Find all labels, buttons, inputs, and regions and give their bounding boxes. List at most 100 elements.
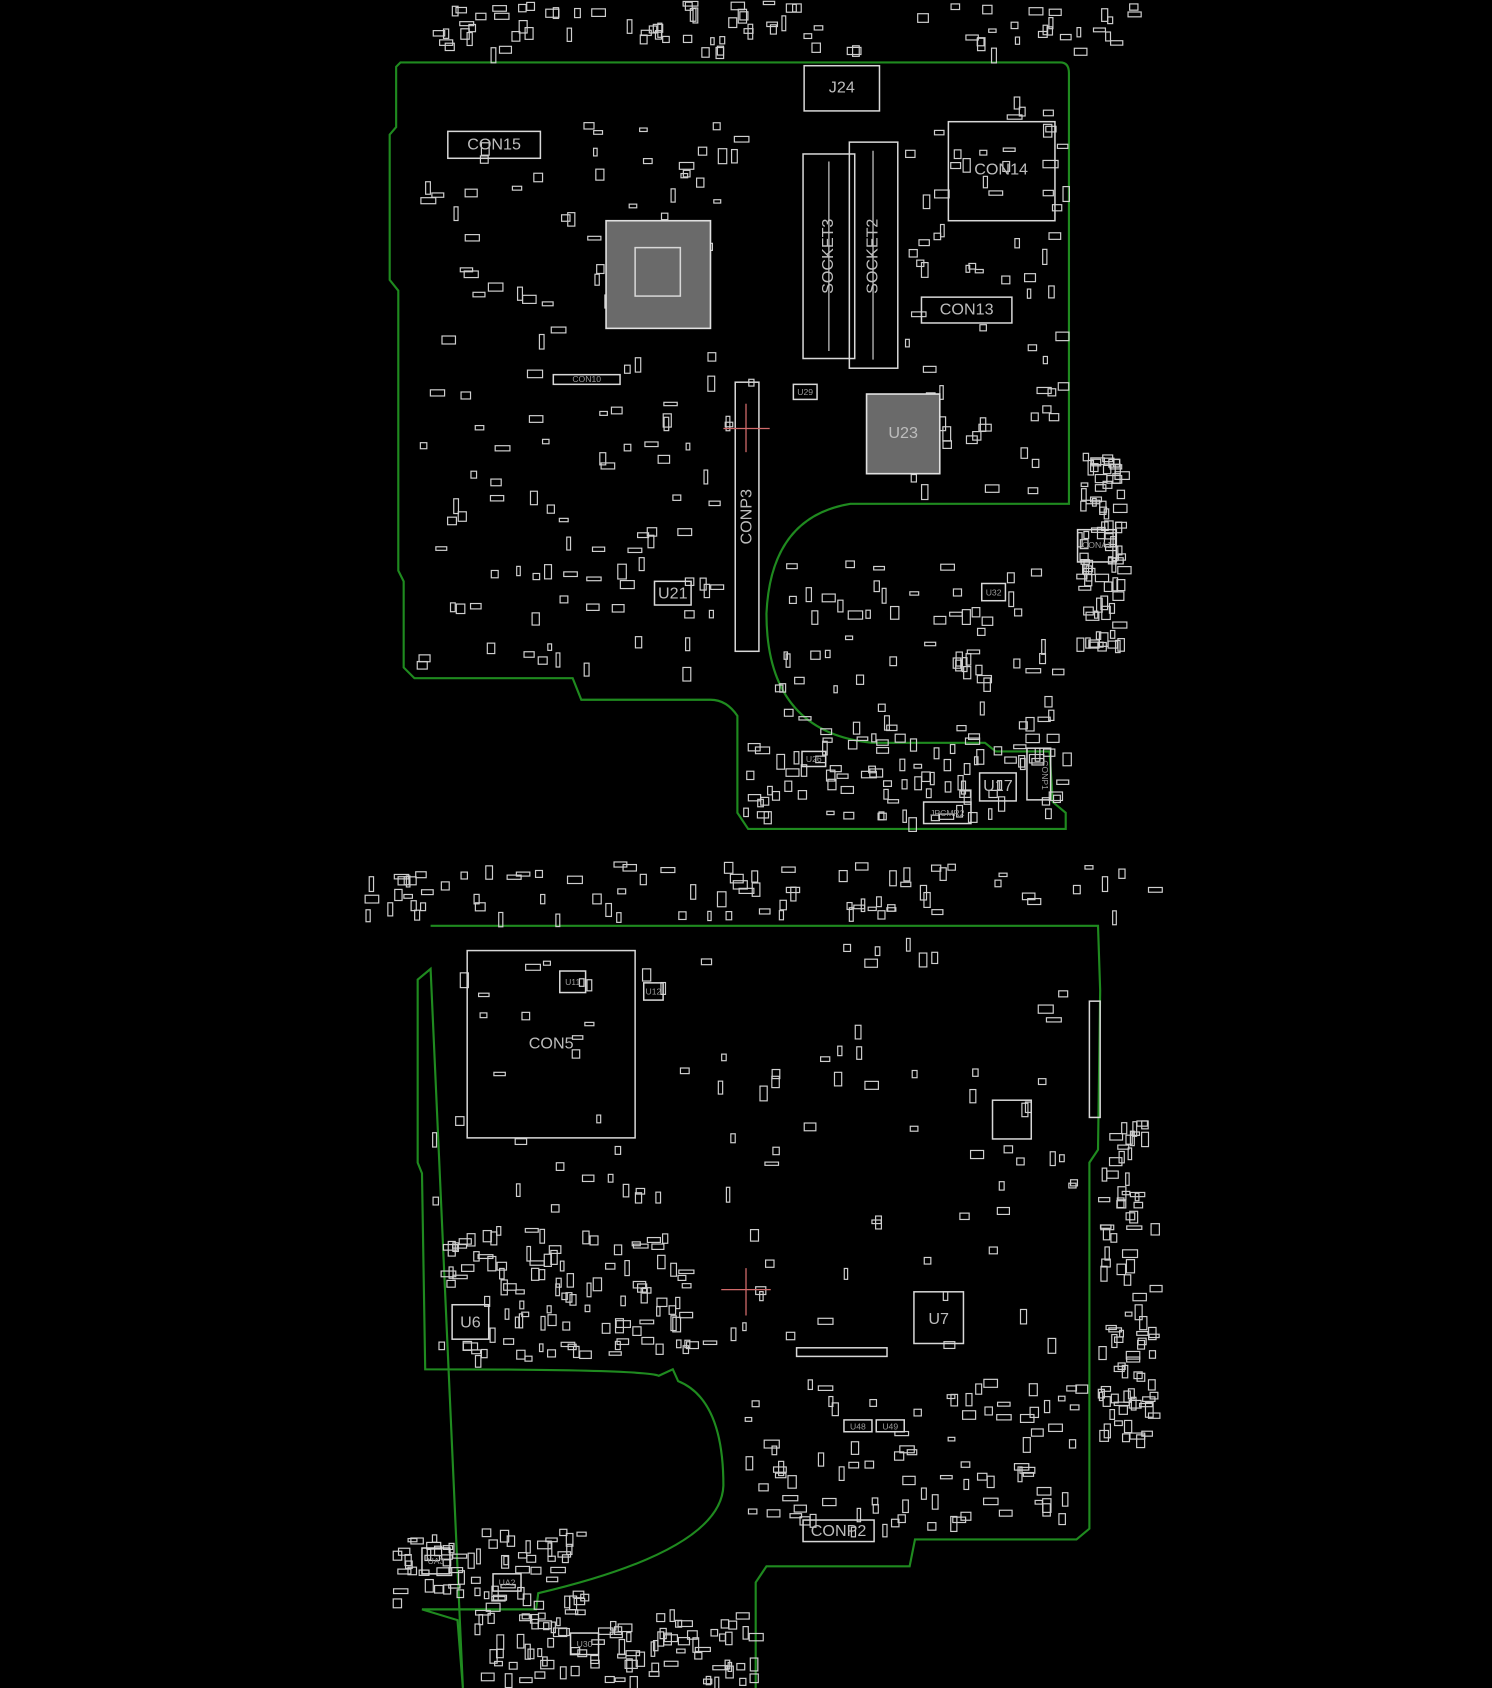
component-label: U26 <box>806 754 822 764</box>
smd-pad <box>537 1648 543 1658</box>
component-socket2[interactable]: SOCKET2 <box>848 141 899 369</box>
component-u21[interactable]: U21 <box>653 580 692 606</box>
smd-pad <box>616 912 622 923</box>
smd-pad <box>1080 488 1087 501</box>
component-con5[interactable]: CON5 <box>466 949 636 1139</box>
smd-pad <box>1147 1412 1161 1419</box>
smd-pad <box>516 1633 525 1649</box>
smd-pad <box>942 440 952 449</box>
component-ua2[interactable]: UA2 <box>492 1573 522 1592</box>
smd-pad <box>657 454 671 464</box>
smd-pad <box>933 129 945 136</box>
smd-pad <box>1057 382 1070 391</box>
connector-right[interactable] <box>1088 1000 1101 1119</box>
smd-pad <box>1022 1471 1035 1477</box>
component-u23[interactable]: U23 <box>865 393 941 475</box>
component-ua3[interactable]: UA3 <box>421 1547 451 1575</box>
smd-pad <box>903 867 911 882</box>
smd-pad <box>809 1513 817 1528</box>
component-jpcmr2[interactable]: JPCMR2 <box>922 801 972 825</box>
smd-pad <box>686 1630 698 1640</box>
smd-pad <box>785 768 800 777</box>
smd-pad <box>1037 1004 1054 1014</box>
smd-pad <box>605 902 613 918</box>
connector-cn[interactable] <box>795 1347 888 1358</box>
component-con13[interactable]: CON13 <box>920 296 1013 324</box>
smd-pad <box>1056 143 1069 149</box>
smd-pad <box>572 1590 585 1599</box>
smd-pad <box>844 635 854 641</box>
smd-pad <box>971 607 981 618</box>
smd-pad <box>498 45 513 54</box>
smd-pad <box>690 884 697 900</box>
smd-pad <box>387 902 394 917</box>
smd-pad <box>875 1215 883 1230</box>
smd-pad <box>407 1537 418 1543</box>
component-u48[interactable]: U48 <box>843 1419 873 1433</box>
smd-pad <box>447 1240 456 1257</box>
smd-pad <box>416 660 428 670</box>
component-u30[interactable]: U30 <box>569 1632 600 1656</box>
smd-pad <box>1112 621 1128 629</box>
component-u17[interactable]: U17 <box>978 772 1017 802</box>
smd-pad <box>829 765 842 773</box>
component-u12[interactable]: U12 <box>642 982 664 1001</box>
smd-pad <box>640 1287 648 1304</box>
smd-pad <box>592 893 602 905</box>
component-u26[interactable]: U26 <box>801 750 827 768</box>
smd-pad <box>670 188 676 203</box>
cpu-bga[interactable] <box>605 219 712 330</box>
smd-pad <box>530 1267 540 1281</box>
smd-pad <box>565 1532 574 1547</box>
smd-pad <box>710 37 715 46</box>
smd-pad <box>1147 1379 1156 1391</box>
smd-pad <box>1042 109 1054 117</box>
component-cona1[interactable]: CONA1 <box>1076 528 1118 563</box>
smd-pad <box>543 1622 550 1631</box>
component-u32[interactable]: U32 <box>980 582 1007 602</box>
smd-pad <box>1068 1439 1077 1449</box>
component-u49[interactable]: U49 <box>875 1419 905 1433</box>
smd-pad <box>886 907 897 912</box>
smd-pad <box>1136 1372 1146 1382</box>
component-con10[interactable]: CON10 <box>552 373 621 386</box>
component-socket3[interactable]: SOCKET3 <box>802 153 856 360</box>
smd-pad <box>466 31 473 47</box>
smd-pad <box>559 595 569 604</box>
smd-pad <box>925 788 932 799</box>
component-j24[interactable]: J24 <box>803 64 881 112</box>
smd-pad <box>563 571 578 578</box>
component-u7[interactable]: U7 <box>913 1291 965 1345</box>
smd-pad <box>511 185 523 191</box>
smd-pad <box>504 1673 513 1688</box>
smd-pad <box>529 1260 545 1266</box>
smd-pad <box>522 1593 532 1607</box>
smd-pad <box>420 197 437 205</box>
smd-pad <box>759 1085 768 1102</box>
component-con15[interactable]: CON15 <box>447 130 542 160</box>
component-conp1[interactable]: CONP1 <box>1026 747 1052 801</box>
component-u11[interactable]: U11 <box>559 970 587 994</box>
smd-pad <box>459 972 469 989</box>
smd-pad <box>988 808 993 820</box>
smd-pad <box>910 473 917 483</box>
smd-pad <box>650 1641 656 1657</box>
smd-pad <box>1125 1172 1130 1186</box>
smd-pad <box>1042 159 1059 169</box>
smd-pad <box>680 172 689 179</box>
component-conp3[interactable]: CONP3 <box>734 381 760 653</box>
smd-pad <box>635 1651 646 1667</box>
smd-pad <box>632 1280 647 1289</box>
smd-pad <box>475 12 487 21</box>
ic-right[interactable] <box>991 1099 1033 1140</box>
smd-pad <box>943 1341 956 1350</box>
smd-pad <box>716 891 727 908</box>
component-u6[interactable]: U6 <box>451 1303 490 1340</box>
smd-pad <box>559 1260 565 1272</box>
smd-pad <box>902 1475 916 1486</box>
smd-pad <box>682 666 692 682</box>
component-u29[interactable]: U29 <box>792 383 818 401</box>
component-conp2[interactable]: CONP2 <box>802 1519 875 1543</box>
component-con14[interactable]: CON14 <box>947 120 1056 222</box>
